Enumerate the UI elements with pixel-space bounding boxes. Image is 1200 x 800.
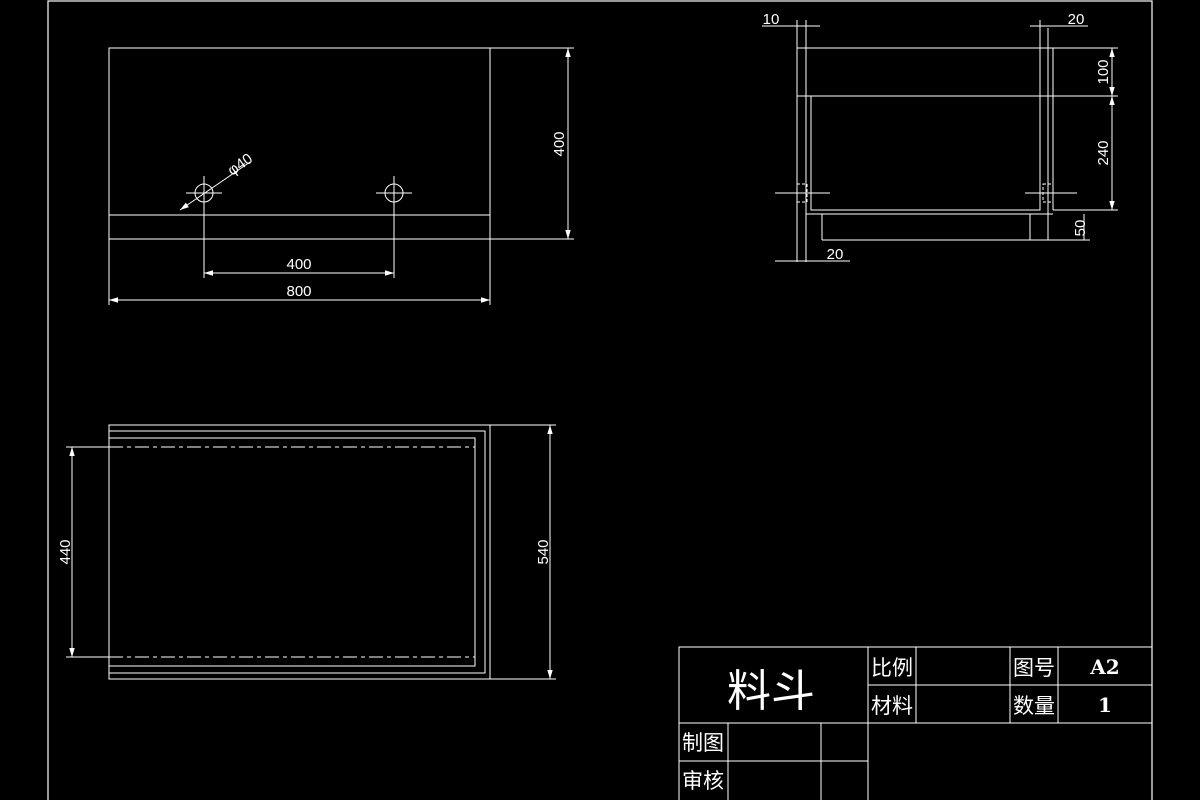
title-block [678,646,1153,800]
quantity-label: 数量 [1013,694,1055,718]
plan-inner-2 [108,437,476,667]
base-height-label: 50 [1072,220,1089,237]
side-upper-frame [796,47,1054,97]
drawing-no-value: A2 [1089,655,1119,679]
drawn-label: 制图 [682,731,724,755]
hole-diameter-leader [179,161,251,211]
hole-spacing-label: 400 [286,256,311,273]
side-body [810,95,1041,211]
top-left-offset-label: 10 [763,11,780,28]
part-name: 料斗 [727,666,815,717]
material-label: 材料 [871,694,913,718]
drawing-border [47,0,1153,800]
width-label: 800 [286,283,311,300]
quantity-value: 1 [1098,693,1112,717]
plan-outer [108,424,491,680]
plan-view [66,424,556,680]
side-view [762,20,1118,262]
plan-inner-1 [108,430,486,674]
outer-height-label: 540 [535,539,552,564]
upper-height-label: 100 [1095,59,1112,84]
checked-label: 审核 [682,769,724,793]
mid-height-label: 240 [1095,140,1112,165]
hole-right [376,176,412,210]
scale-label: 比例 [871,656,913,680]
inner-height-label: 440 [57,539,74,564]
height-label: 400 [551,131,568,156]
front-body [108,47,491,240]
drawing-no-label: 图号 [1013,656,1055,680]
bottom-offset-label: 20 [827,246,844,263]
top-right-offset-label: 20 [1068,11,1085,28]
front-view [108,47,574,305]
hole-diameter-label: φ40 [225,150,256,179]
